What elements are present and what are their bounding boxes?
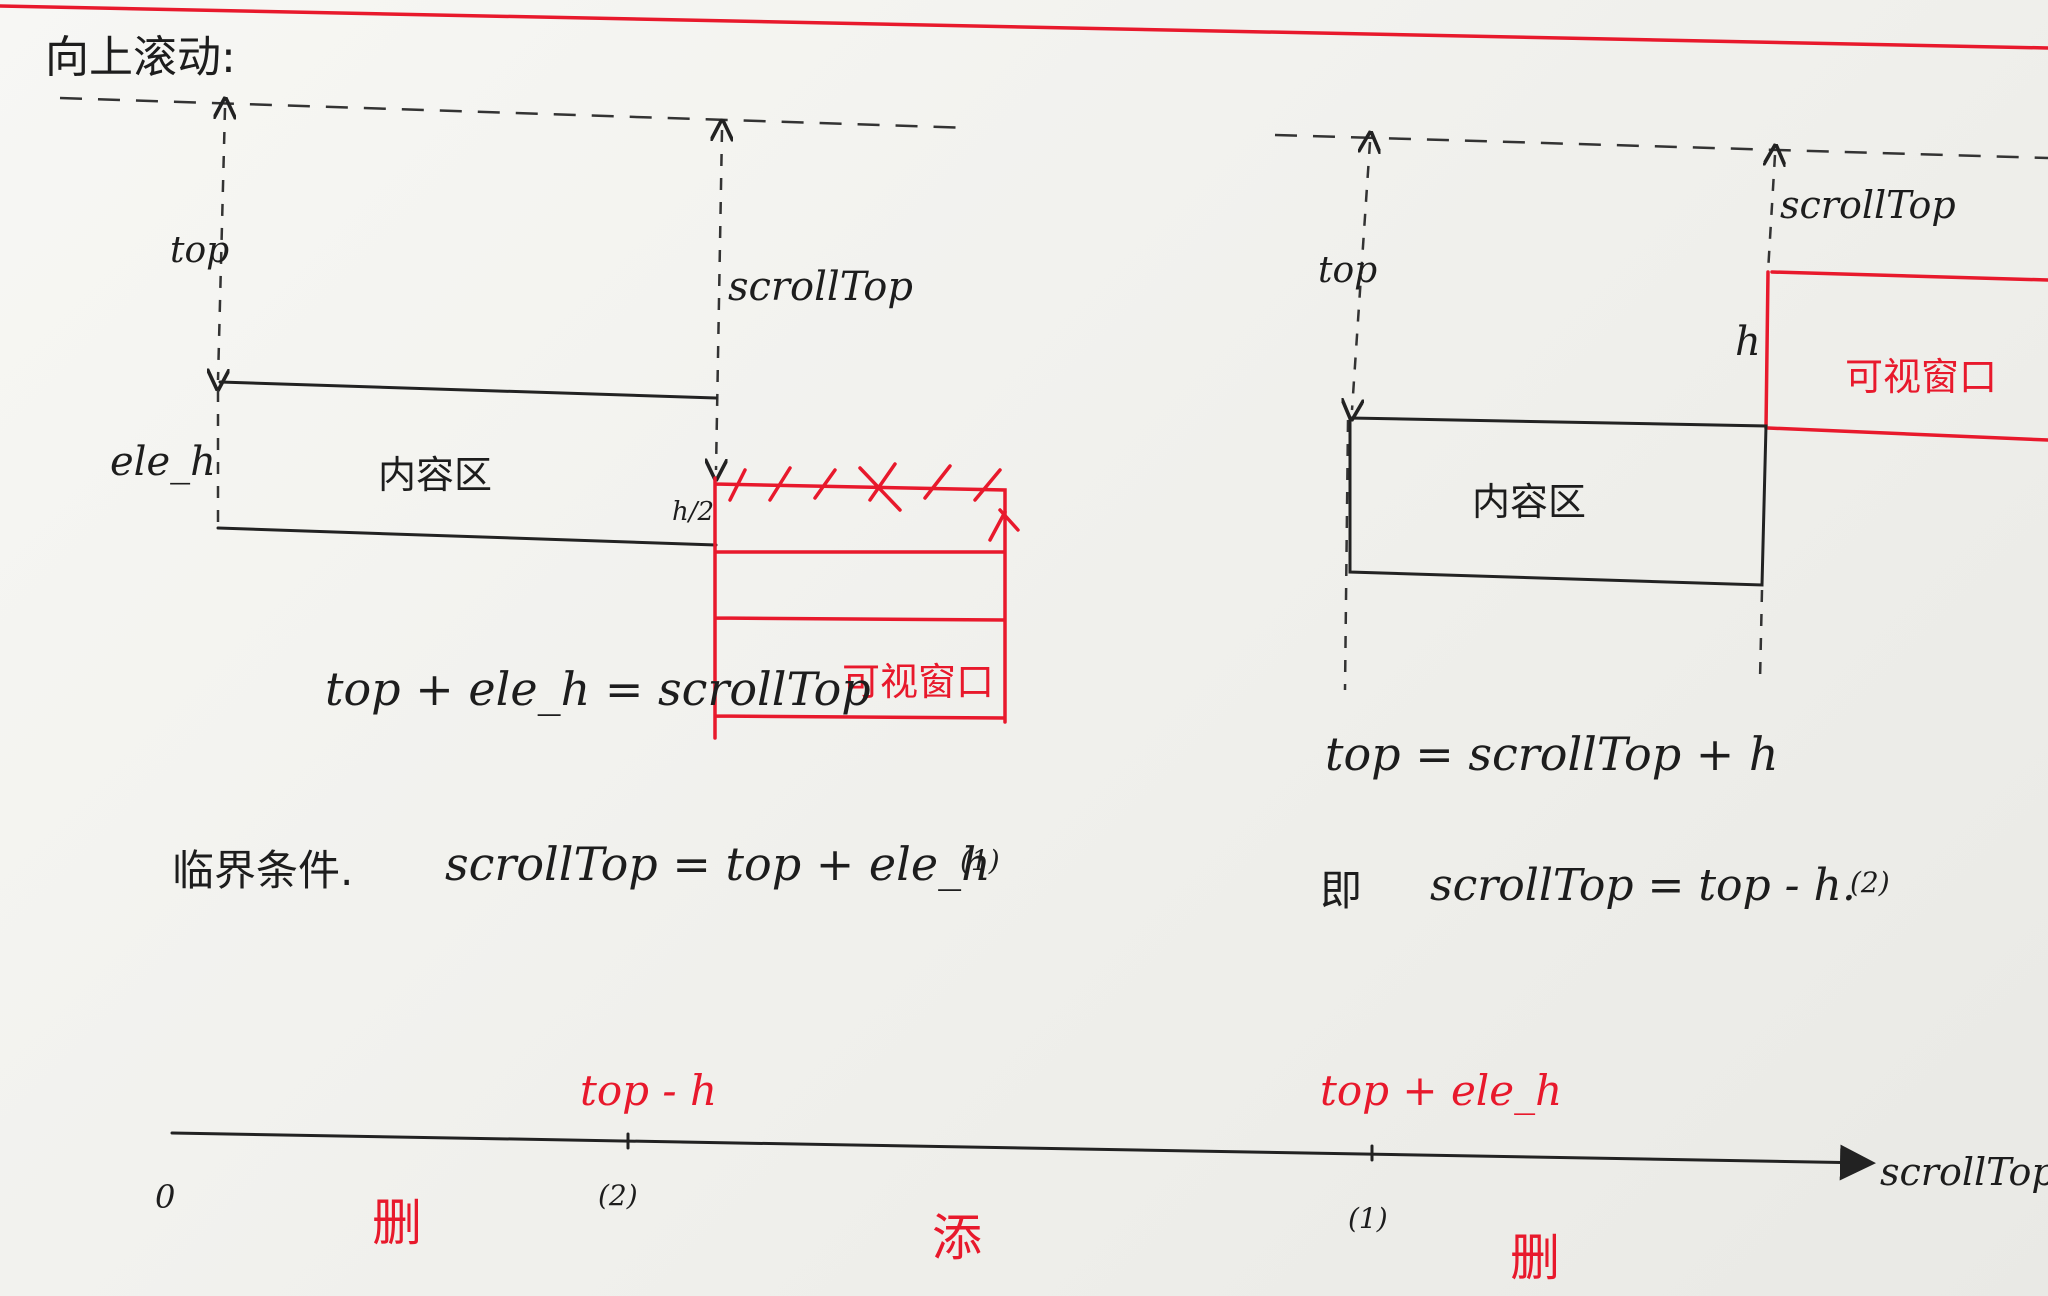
zone-add: 添 bbox=[932, 1209, 982, 1267]
axis-mark-1-label: top - h bbox=[580, 1066, 717, 1115]
zone-delete-right: 删 bbox=[1510, 1229, 1560, 1287]
right-equation-2: scrollTop = top - h. bbox=[1430, 860, 1856, 911]
right-lower-dashline bbox=[1343, 419, 1350, 691]
right-scrolltop-label: scrollTop bbox=[1780, 183, 1956, 227]
left-top-arrow bbox=[218, 108, 225, 380]
left-equation: top + ele_h = scrollTop bbox=[325, 662, 871, 716]
left-viewport-box bbox=[713, 476, 1007, 740]
page-title: 向上滚动: bbox=[45, 32, 236, 83]
right-h-arrow bbox=[1764, 270, 1770, 430]
left-viewport-hatch bbox=[728, 462, 1020, 542]
axis-mark-2-label: top + ele_h bbox=[1320, 1066, 1562, 1115]
axis-mark-1-number: (2) bbox=[598, 1179, 638, 1212]
right-top-baseline bbox=[1274, 133, 2048, 160]
right-box-dashline bbox=[1758, 589, 1764, 681]
scrolltop-axis bbox=[170, 1131, 1876, 1181]
right-h-label: h bbox=[1735, 319, 1761, 365]
critical-prefix: 临界条件. bbox=[172, 846, 353, 895]
axis-mark-2-number: (1) bbox=[1348, 1202, 1388, 1235]
margin-red-line bbox=[0, 4, 2048, 50]
right-viewport-label: 可视窗口 bbox=[1845, 355, 1997, 399]
left-viewport-label: 可视窗口 bbox=[842, 660, 994, 704]
right-scrolltop-arrow bbox=[1768, 155, 1775, 273]
right-equation-1: top = scrollTop + h bbox=[1325, 727, 1779, 781]
right-top-arrow bbox=[1352, 142, 1370, 410]
critical-equation: scrollTop = top + ele_h bbox=[445, 837, 991, 891]
right-content-label: 内容区 bbox=[1472, 480, 1586, 524]
axis-end-label: scrollTop bbox=[1880, 1150, 2048, 1194]
zone-delete-left: 删 bbox=[372, 1194, 422, 1252]
left-top-label: top bbox=[170, 230, 229, 271]
right-content-box bbox=[1348, 416, 1768, 587]
critical-number: (1) bbox=[960, 844, 1000, 877]
left-scrolltop-label: scrollTop bbox=[728, 264, 913, 310]
right-viewport-box bbox=[1766, 270, 2048, 442]
left-scrolltop-arrow bbox=[716, 130, 722, 470]
right-equation-2-prefix: 即 bbox=[1320, 866, 1362, 915]
left-content-box bbox=[216, 380, 718, 547]
right-top-label: top bbox=[1318, 250, 1377, 291]
left-ele-h-label: ele_h bbox=[110, 439, 216, 485]
right-equation-2-number: (2) bbox=[1850, 866, 1890, 899]
left-half-label: h/2 bbox=[672, 497, 714, 527]
left-content-label: 内容区 bbox=[378, 453, 492, 497]
axis-zero-label: 0 bbox=[155, 1178, 175, 1216]
left-top-baseline bbox=[59, 96, 971, 130]
